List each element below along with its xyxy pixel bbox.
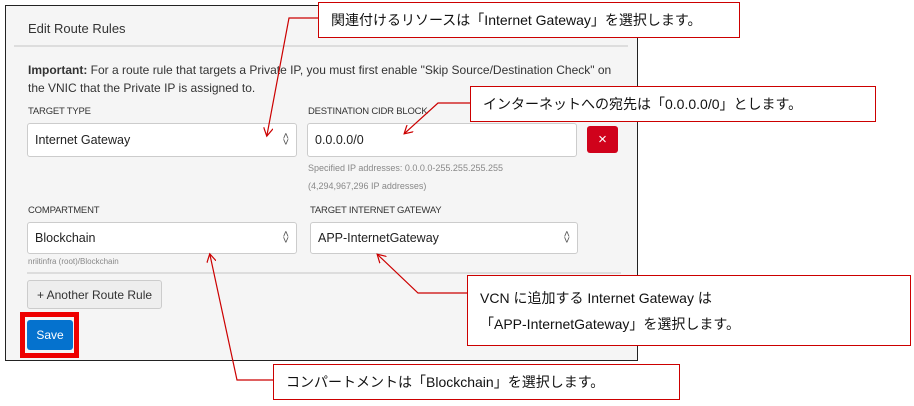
arrow-compartment bbox=[210, 255, 273, 381]
save-highlight bbox=[20, 312, 79, 358]
dialog-title: Edit Route Rules bbox=[28, 21, 126, 36]
callout-text: 関連付けるリソースは「Internet Gateway」を選択します。 bbox=[331, 12, 702, 28]
destination-cidr-value: 0.0.0.0/0 bbox=[315, 133, 364, 147]
callout-cidr: インターネットへの宛先は「0.0.0.0/0」とします。 bbox=[470, 86, 876, 122]
important-text: For a route rule that targets a Private … bbox=[28, 63, 612, 95]
arrow-cidr bbox=[405, 102, 470, 133]
callout-compartment: コンパートメントは「Blockchain」を選択します。 bbox=[273, 364, 680, 400]
target-type-label: TARGET TYPE bbox=[28, 106, 91, 117]
chevron-updown-icon: ˄˅ bbox=[282, 131, 289, 149]
destination-cidr-label: DESTINATION CIDR BLOCK bbox=[308, 106, 428, 117]
important-label: Important: bbox=[28, 63, 88, 77]
cidr-help-count: (4,294,967,296 IP addresses) bbox=[308, 181, 427, 191]
arrow-gateway bbox=[378, 255, 470, 294]
callout-text: インターネットへの宛先は「0.0.0.0/0」とします。 bbox=[483, 96, 803, 112]
chevron-updown-icon: ˄˅ bbox=[282, 229, 289, 247]
chevron-updown-icon: ˄˅ bbox=[563, 229, 570, 247]
edit-route-rules-dialog: Edit Route Rules Important: For a route … bbox=[5, 5, 638, 361]
compartment-value: Blockchain bbox=[35, 231, 96, 245]
save-button[interactable]: Save bbox=[27, 320, 73, 350]
target-gateway-value: APP-InternetGateway bbox=[318, 231, 439, 245]
destination-cidr-input[interactable]: 0.0.0.0/0 bbox=[307, 123, 577, 157]
target-gateway-label: TARGET INTERNET GATEWAY bbox=[310, 205, 442, 216]
target-gateway-select[interactable]: APP-InternetGateway ˄˅ bbox=[310, 222, 578, 254]
remove-rule-button[interactable]: × bbox=[587, 126, 618, 153]
callout-text: 「APP-InternetGateway」を選択します。 bbox=[480, 315, 740, 332]
target-type-select[interactable]: Internet Gateway ˄˅ bbox=[27, 123, 297, 157]
callout-text: VCN に追加する Internet Gateway は bbox=[480, 289, 712, 306]
cidr-help-range: Specified IP addresses: 0.0.0.0-255.255.… bbox=[308, 163, 503, 173]
target-type-value: Internet Gateway bbox=[35, 133, 131, 147]
arrow-target-type bbox=[267, 17, 318, 135]
callout-text: コンパートメントは「Blockchain」を選択します。 bbox=[286, 374, 605, 390]
add-route-rule-button[interactable]: + Another Route Rule bbox=[27, 280, 162, 309]
callout-target-type: 関連付けるリソースは「Internet Gateway」を選択します。 bbox=[318, 2, 740, 38]
compartment-select[interactable]: Blockchain ˄˅ bbox=[27, 222, 297, 254]
divider bbox=[14, 45, 628, 47]
callout-gateway: VCN に追加する Internet Gateway は「APP-Interne… bbox=[467, 275, 911, 346]
compartment-path: nriitinfra (root)/Blockchain bbox=[28, 257, 119, 266]
divider bbox=[27, 272, 621, 274]
compartment-label: COMPARTMENT bbox=[28, 205, 100, 216]
important-note: Important: For a route rule that targets… bbox=[28, 61, 628, 97]
